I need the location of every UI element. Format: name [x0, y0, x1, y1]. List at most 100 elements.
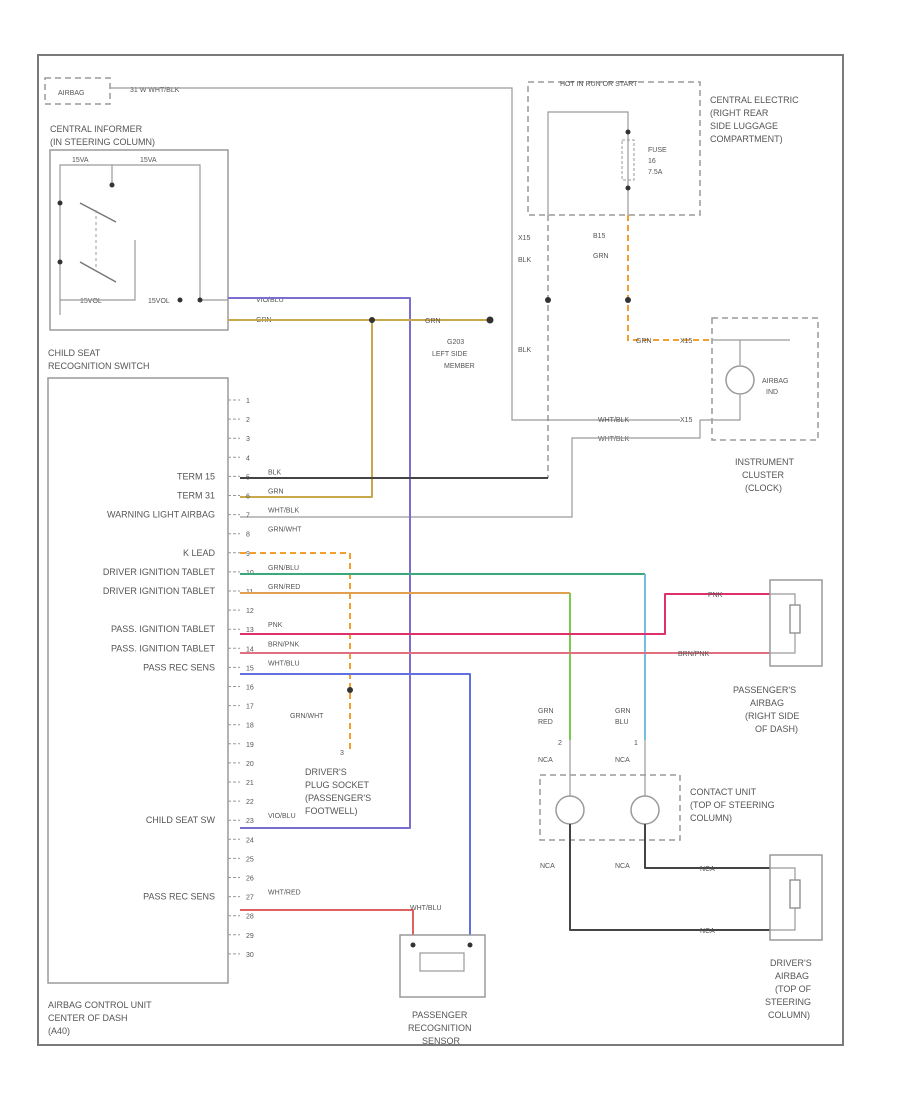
- acu-pin-number: 16: [246, 685, 254, 692]
- driver-airbag-wire-label-1: NCA: [700, 866, 715, 873]
- svg-text:CHILD SEAT: CHILD SEAT: [48, 348, 101, 358]
- contact-coil-2: [630, 795, 660, 825]
- acu-pin-number: 13: [246, 627, 254, 634]
- driver-airbag-wire-2: [644, 824, 770, 869]
- b15-node: [625, 297, 631, 303]
- acu-pin-label: CHILD SEAT SW: [146, 815, 216, 825]
- cluster-internal-3: [700, 395, 741, 421]
- acu-pin-number: 18: [246, 723, 254, 730]
- hot-bus: [547, 111, 629, 215]
- acu-pin-wire-label: GRN: [268, 489, 284, 496]
- acu-pin-number: 27: [246, 895, 254, 902]
- central-informer-box: [49, 149, 229, 331]
- informer-pin-top-1: 15VA: [72, 157, 89, 164]
- circuit-x15-blk-label: BLK: [518, 257, 532, 264]
- acu-pin-label: TERM 31: [177, 491, 215, 501]
- acu-pin-number: 25: [246, 856, 254, 863]
- svg-text:COLUMN): COLUMN): [768, 1010, 810, 1020]
- svg-text:SENSOR: SENSOR: [422, 1036, 461, 1046]
- svg-text:PASSENGER'S: PASSENGER'S: [733, 685, 796, 695]
- svg-text:PASSENGER: PASSENGER: [412, 1010, 468, 1020]
- svg-text:16: 16: [648, 158, 656, 165]
- svg-text:STEERING: STEERING: [765, 997, 811, 1007]
- acu-pin-number: 9: [246, 551, 250, 558]
- acu-pin-number: 8: [246, 532, 250, 539]
- svg-text:G203: G203: [447, 339, 464, 346]
- informer-node-4: [197, 297, 203, 303]
- acu-label: AIRBAG CONTROL UNIT CENTER OF DASH (A40): [48, 1000, 152, 1036]
- acu-pin-wire-label: BLK: [268, 469, 282, 476]
- hot-label: HOT IN RUN OR START: [560, 81, 638, 88]
- sensor-node-2: [467, 942, 473, 948]
- acu-pin-number: 19: [246, 742, 254, 749]
- pass-airbag-wire-2: BRN/PNK: [678, 651, 709, 658]
- svg-text:(A40): (A40): [48, 1026, 70, 1036]
- passenger-airbag-box: [769, 579, 823, 667]
- svg-text:MEMBER: MEMBER: [444, 363, 475, 370]
- svg-text:DRIVER'S: DRIVER'S: [305, 767, 347, 777]
- svg-text:(TOP OF: (TOP OF: [775, 984, 812, 994]
- acu-pin-label: PASS REC SENS: [143, 892, 215, 902]
- acu-pin-number: 7: [246, 513, 250, 520]
- driver-airbag-internal-2: [770, 908, 796, 931]
- svg-text:CENTRAL ELECTRIC: CENTRAL ELECTRIC: [710, 95, 799, 105]
- acu-pin-number: 15: [246, 665, 254, 672]
- informer-pin-bottom-1: 15VOL: [80, 298, 102, 305]
- svg-text:FOOTWELL): FOOTWELL): [305, 806, 358, 816]
- pass-airbag-wire-1: PNK: [708, 592, 723, 599]
- acu-pin-label: DRIVER IGNITION TABLET: [103, 586, 216, 596]
- acu-pin-number: 24: [246, 837, 254, 844]
- sensor-element: [419, 952, 465, 972]
- acu-pin-label: WARNING LIGHT AIRBAG: [107, 510, 215, 520]
- airbag-ind-label: AIRBAG IND: [762, 378, 788, 396]
- cluster-pin2-label: X15: [680, 417, 693, 424]
- acu-pin-label: PASS. IGNITION TABLET: [111, 624, 216, 634]
- grn-wht-wire: [240, 552, 351, 750]
- cluster-wire-label-2: WHT/BLK: [598, 436, 629, 443]
- svg-text:CENTRAL INFORMER: CENTRAL INFORMER: [50, 124, 143, 134]
- b15-orange-wire: [627, 215, 712, 341]
- acu-pin-number: 29: [246, 933, 254, 940]
- svg-text:RECOGNITION SWITCH: RECOGNITION SWITCH: [48, 361, 150, 371]
- cluster-pin-label: X15: [680, 338, 693, 345]
- svg-text:CENTER OF DASH: CENTER OF DASH: [48, 1013, 128, 1023]
- acu-pin-number: 14: [246, 646, 254, 653]
- vio-blu-wire: [228, 297, 411, 829]
- acu-pin-wire-label: VIO/BLU: [268, 813, 296, 820]
- contact-wire-2: RED: [538, 719, 553, 726]
- contact-wire-4: BLU: [615, 719, 629, 726]
- top-circuit-wire: [110, 87, 680, 421]
- contact-coil-1: [555, 795, 585, 825]
- cluster-wire-label-1: WHT/BLK: [598, 417, 629, 424]
- acu-pin-number: 2: [246, 417, 250, 424]
- airbag-tag: AIRBAG: [58, 90, 84, 97]
- contact-pin-2: 1: [634, 740, 638, 747]
- svg-text:AIRBAG CONTROL UNIT: AIRBAG CONTROL UNIT: [48, 1000, 152, 1010]
- svg-text:(TOP OF STEERING: (TOP OF STEERING: [690, 800, 775, 810]
- drivers-plug-label: DRIVER'S PLUG SOCKET (PASSENGER'S FOOTWE…: [305, 767, 371, 816]
- acu-pin-label: TERM 15: [177, 471, 215, 481]
- passenger-airbag-internal-2: [770, 633, 796, 654]
- contact-wire-1: GRN: [538, 708, 554, 715]
- acu-pin-label: DRIVER IGNITION TABLET: [103, 567, 216, 577]
- svg-text:PLUG SOCKET: PLUG SOCKET: [305, 780, 370, 790]
- acu-pin-wire-label: WHT/BLU: [268, 660, 300, 667]
- informer-node-3: [57, 259, 63, 265]
- informer-pin-bottom-2: 15VOL: [148, 298, 170, 305]
- diagram-frame: [37, 54, 844, 1046]
- acu-pin-number: 28: [246, 914, 254, 921]
- svg-text:COLUMN): COLUMN): [690, 813, 732, 823]
- instrument-cluster-box: [711, 317, 819, 441]
- circuit-b15-grn-label: GRN: [593, 253, 609, 260]
- svg-text:(PASSENGER'S: (PASSENGER'S: [305, 793, 371, 803]
- acu-pin-wire-label: GRN/BLU: [268, 565, 299, 572]
- acu-pin-wire-label: GRN/WHT: [268, 527, 302, 534]
- informer-node-2: [57, 200, 63, 206]
- acu-pin-number: 22: [246, 799, 254, 806]
- svg-text:AIRBAG: AIRBAG: [775, 971, 809, 981]
- grn-node: [369, 317, 375, 323]
- driver-airbag-wire-label-2: NCA: [700, 928, 715, 935]
- driver-airbag-squib: [789, 879, 801, 909]
- svg-text:CLUSTER: CLUSTER: [742, 470, 785, 480]
